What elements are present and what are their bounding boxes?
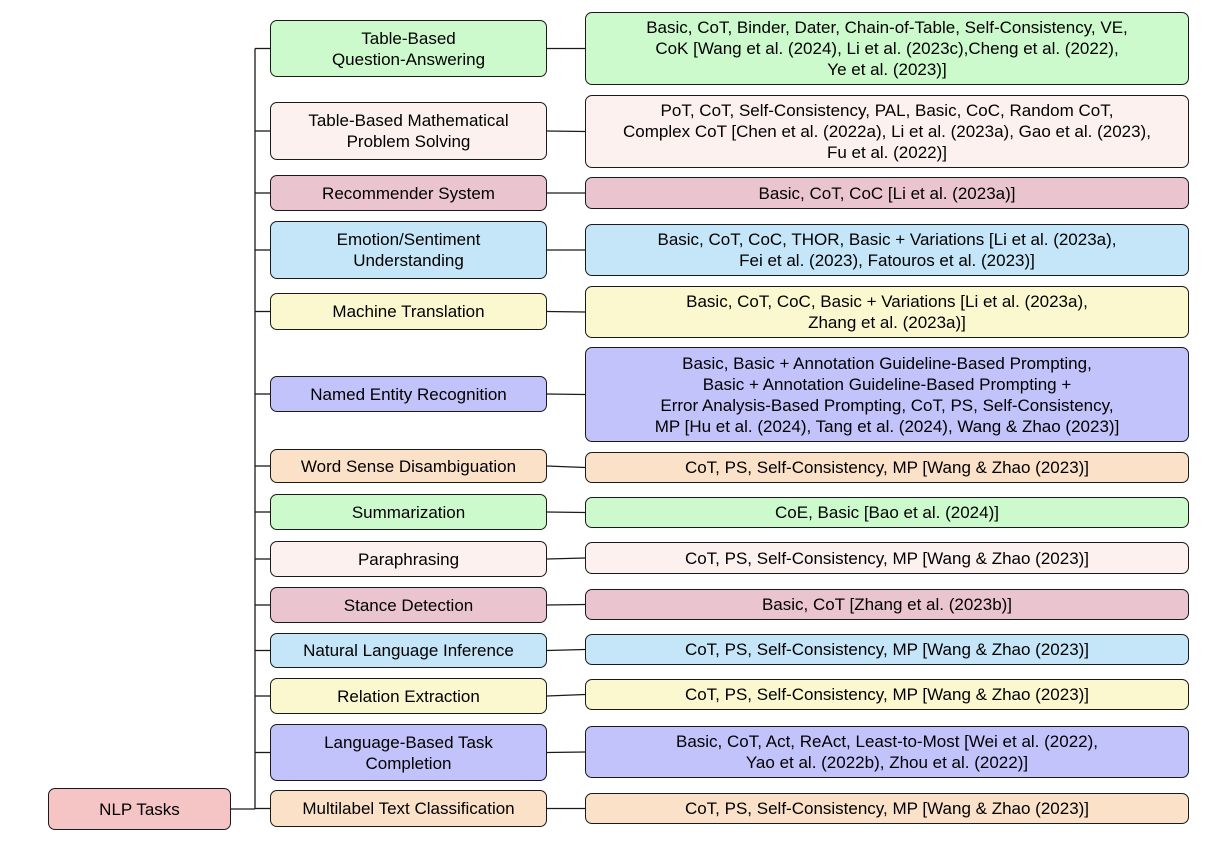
methods-node-paraphrasing: CoT, PS, Self-Consistency, MP [Wang & Zh… <box>585 542 1189 574</box>
task-node-natural-language-inference: Natural Language Inference <box>270 633 547 668</box>
methods-node-emotion-sentiment-understanding: Basic, CoT, CoC, THOR, Basic + Variation… <box>585 224 1189 276</box>
method-connector <box>546 751 586 754</box>
methods-node-natural-language-inference: CoT, PS, Self-Consistency, MP [Wang & Zh… <box>585 634 1189 665</box>
task-node-named-entity-recognition: Named Entity Recognition <box>270 376 547 412</box>
task-node-machine-translation: Machine Translation <box>270 293 547 330</box>
methods-node-word-sense-disambiguation: CoT, PS, Self-Consistency, MP [Wang & Zh… <box>585 452 1189 483</box>
methods-node-table-based-mathematical-problem-solving: PoT, CoT, Self-Consistency, PAL, Basic, … <box>585 95 1189 168</box>
task-node-recommender-system: Recommender System <box>270 175 547 211</box>
methods-node-language-based-task-completion: Basic, CoT, Act, ReAct, Least-to-Most [W… <box>585 726 1189 778</box>
method-connector <box>546 693 586 697</box>
task-node-table-based-mathematical-problem-solving: Table-Based Mathematical Problem Solving <box>270 102 547 160</box>
task-node-summarization: Summarization <box>270 494 547 530</box>
task-node-table-based-question-answering: Table-Based Question-Answering <box>270 20 547 77</box>
methods-node-machine-translation: Basic, CoT, CoC, Basic + Variations [Li … <box>585 286 1189 338</box>
methods-node-stance-detection: Basic, CoT [Zhang et al. (2023b)] <box>585 589 1189 620</box>
task-node-relation-extraction: Relation Extraction <box>270 678 547 714</box>
method-connector <box>546 310 586 313</box>
method-connector <box>546 393 586 396</box>
root-node-nlp-tasks: NLP Tasks <box>48 788 231 830</box>
methods-node-multilabel-text-classification: CoT, PS, Self-Consistency, MP [Wang & Zh… <box>585 793 1189 824</box>
task-node-paraphrasing: Paraphrasing <box>270 541 547 577</box>
method-connector <box>546 465 586 469</box>
methods-node-recommender-system: Basic, CoT, CoC [Li et al. (2023a)] <box>585 177 1189 209</box>
methods-node-summarization: CoE, Basic [Bao et al. (2024)] <box>585 497 1189 528</box>
task-node-stance-detection: Stance Detection <box>270 587 547 623</box>
task-node-word-sense-disambiguation: Word Sense Disambiguation <box>270 449 547 483</box>
method-connector <box>546 511 586 514</box>
methods-node-named-entity-recognition: Basic, Basic + Annotation Guideline-Base… <box>585 347 1189 442</box>
method-connector <box>546 557 586 560</box>
method-connector <box>546 603 586 606</box>
methods-node-relation-extraction: CoT, PS, Self-Consistency, MP [Wang & Zh… <box>585 679 1189 710</box>
task-node-emotion-sentiment-understanding: Emotion/Sentiment Understanding <box>270 221 547 279</box>
methods-node-table-based-question-answering: Basic, CoT, Binder, Dater, Chain-of-Tabl… <box>585 12 1189 85</box>
method-connector <box>546 130 586 133</box>
task-node-multilabel-text-classification: Multilabel Text Classification <box>270 790 547 827</box>
task-node-language-based-task-completion: Language-Based Task Completion <box>270 724 547 781</box>
method-connector <box>546 648 586 652</box>
